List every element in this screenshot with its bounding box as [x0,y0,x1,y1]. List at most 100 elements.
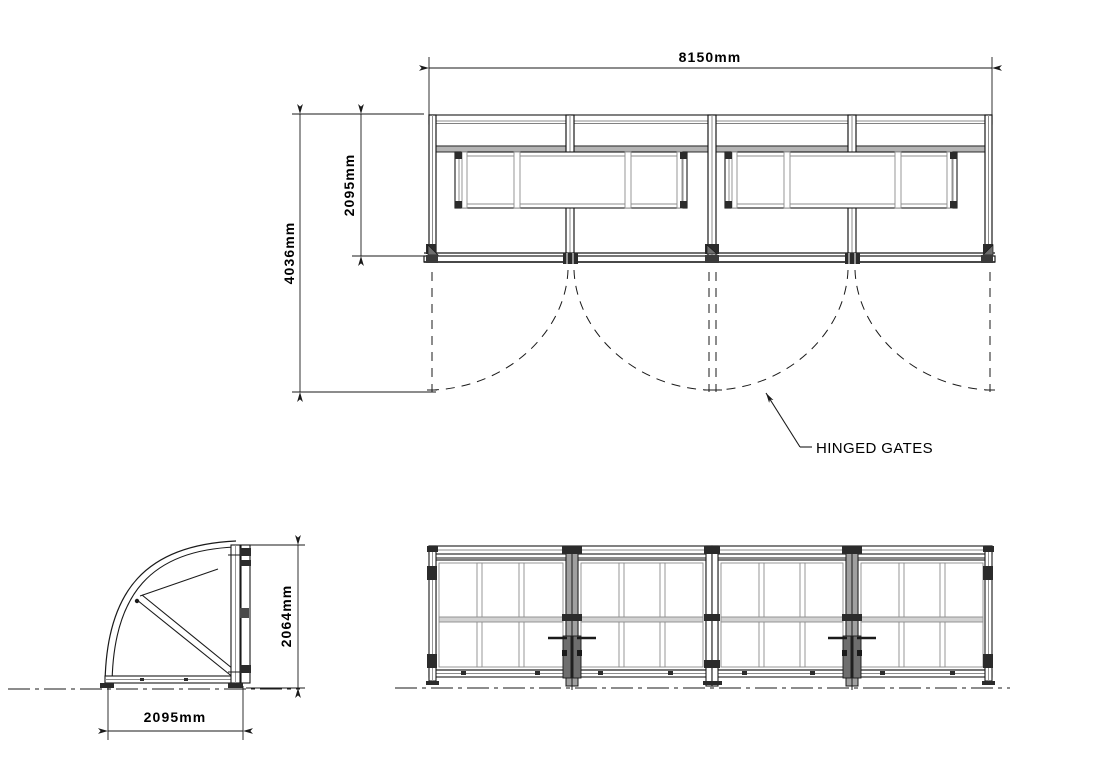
front-dropbolt-left [548,635,596,690]
hinge-centre-mid [704,614,720,621]
leaf-4-mid-rail [860,616,984,623]
bolt-keeper-left-b [577,650,582,656]
side-arc-base-plate [100,683,114,688]
panel-left-stile-a [461,151,468,209]
side-arc-inner [111,546,237,689]
panel-left-frame [454,151,688,209]
side-hinge-lower [240,665,251,673]
dimension-overall-width: 8150mm [419,49,1002,116]
plan-gate-swing-arcs [433,269,989,391]
panel-right-bracket-tr [950,152,957,159]
front-base-fixings [461,671,955,675]
side-arc-outer [104,540,237,689]
dropbolt-left-b [572,635,582,679]
plan-hinge-nodes [426,244,994,264]
plan-panel-right [724,151,958,209]
bolt-keeper-left-a [562,650,567,656]
leaf-2-mullion-1 [618,562,625,668]
panel-right-bracket-tl [725,152,732,159]
leaf-1-mullion-2 [518,562,525,668]
hinge-left-upper [427,566,437,580]
hinge-right-upper [983,566,993,580]
side-view-group: 2064mm 2095mm [8,535,305,740]
side-upper-tie [139,568,219,597]
annotation-hinged-gates: HINGED GATES [765,392,933,457]
panel-right-stile-a [731,151,738,209]
base-plate-centre [703,681,722,685]
hinge-right-lower [983,654,993,668]
hinge-node-left [426,244,439,263]
panel-left-bracket-tr [680,152,687,159]
annotation-label-hinged-gates: HINGED GATES [816,440,933,457]
plan-post-right [984,114,993,263]
plan-view-group: 8150mm 4036mm 2095mm [281,49,1002,457]
panel-right-frame-inner [728,155,954,205]
side-hinge-mid [240,608,249,618]
side-post-assembly [100,544,251,688]
panel-left-bracket-br [680,201,687,208]
hinge-node-right [981,244,994,263]
front-lock-nodes [562,546,862,621]
side-rail-fixing-1 [140,678,144,681]
side-rail-fixing-2 [184,678,188,681]
panel-left-stile-b [676,151,683,209]
dim-label-panel-height: 2095mm [341,154,357,217]
top-node-right [842,546,862,554]
panel-left-frame-inner [458,155,684,205]
leaf-4-mullion-2 [939,562,946,668]
swing-arc-leaf-1 [433,269,569,391]
leaf-4-mullion-1 [898,562,905,668]
dimension-side-depth: 2095mm [98,686,253,740]
leaf-3-mullion-2 [799,562,806,668]
dropbolt-right-b [852,635,862,679]
hinge-centre-lower [704,660,720,668]
bolt-keeper-right-b [857,650,862,656]
plan-panel-left [454,151,688,209]
lock-node-left [562,614,582,621]
dimension-panel-height: 2095mm [341,104,424,266]
panel-left-bracket-tl [455,152,462,159]
dim-label-side-height: 2064mm [278,585,294,648]
dim-label-overall-height: 4036mm [281,222,297,285]
swing-arc-leaf-4 [854,269,989,391]
plan-post-center [707,114,717,263]
swing-arc-leaf-2 [573,269,708,391]
panel-left-mullion-2 [624,151,632,209]
bolt-keeper-right-a [842,650,847,656]
hinge-centre-top [704,546,720,554]
leaf-1-mullion-1 [476,562,483,668]
panel-right-frame [724,151,958,209]
leader-line-hinged-gates [765,392,801,448]
dropbolt-right-a [842,635,852,679]
side-brace-edge-a [136,599,235,679]
dim-label-overall-width: 8150mm [679,49,742,65]
hinge-right-top [983,546,994,552]
leaf-2-mid-rail [580,616,704,623]
hinge-node-center [705,244,719,263]
panel-right-bracket-br [950,201,957,208]
hinge-left-top [427,546,438,552]
panel-right-mullion-2 [894,151,902,209]
plan-post-left [428,114,437,263]
base-plate-left [426,681,439,685]
front-dropbolt-right [828,635,876,690]
front-leaf-4 [857,559,987,671]
leaf-1-mid-rail [438,616,564,623]
leaf-2-mullion-2 [659,562,666,668]
front-hinges [427,546,994,668]
plan-swing-reference-lines [431,272,991,392]
side-brace-node [134,598,140,604]
swing-arc-leaf-3 [717,269,849,391]
side-hinge-upper [240,560,251,566]
hinge-node-mid-right [845,253,860,264]
dimension-side-height: 2064mm [246,535,305,698]
dim-label-side-depth: 2095mm [144,709,207,725]
panel-right-mullion-1 [783,151,791,209]
front-base-plates [426,681,995,685]
panel-right-bracket-bl [725,201,732,208]
panel-left-bracket-bl [455,201,462,208]
leaf-3-mid-rail [720,616,844,623]
hinge-left-lower [427,654,437,668]
